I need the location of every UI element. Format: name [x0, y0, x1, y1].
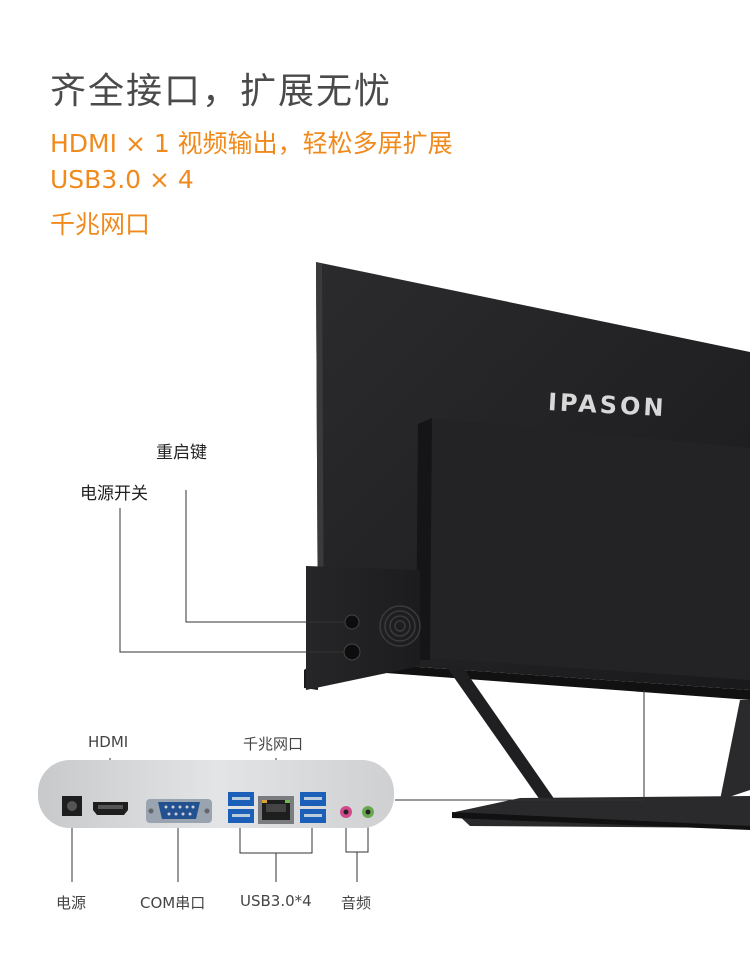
side-button-box [306, 566, 421, 690]
feature-lan: 千兆网口 [50, 210, 151, 239]
rear-housing [416, 418, 750, 680]
hdmi-label: HDMI [88, 733, 129, 751]
lan-port-icon [258, 796, 294, 824]
lan-label: 千兆网口 [243, 735, 304, 753]
hdmi-port-icon [93, 802, 128, 815]
dc-power-port-icon [62, 796, 82, 816]
usb-port-icon [228, 792, 326, 823]
reset-key-label: 重启键 [156, 443, 207, 463]
audio-port-label: 音频 [341, 894, 372, 912]
audio-port-icon [340, 806, 374, 818]
page-title: 齐全接口，扩展无忧 [50, 71, 393, 112]
com-port-label: COM串口 [140, 894, 206, 912]
reset-button-icon [344, 614, 360, 630]
port-panel [38, 760, 394, 828]
feature-usb: USB3.0 × 4 [50, 165, 194, 194]
power-button-icon [343, 643, 361, 661]
speaker-grille-icon [379, 605, 421, 647]
power-port-label: 电源 [56, 894, 87, 912]
com-port-icon [146, 799, 212, 823]
monitor-stand [446, 666, 750, 830]
feature-hdmi: HDMI × 1 视频输出，轻松多屏扩展 [50, 129, 453, 158]
usb-port-label: USB3.0*4 [240, 892, 312, 910]
power-switch-label: 电源开关 [80, 484, 148, 504]
